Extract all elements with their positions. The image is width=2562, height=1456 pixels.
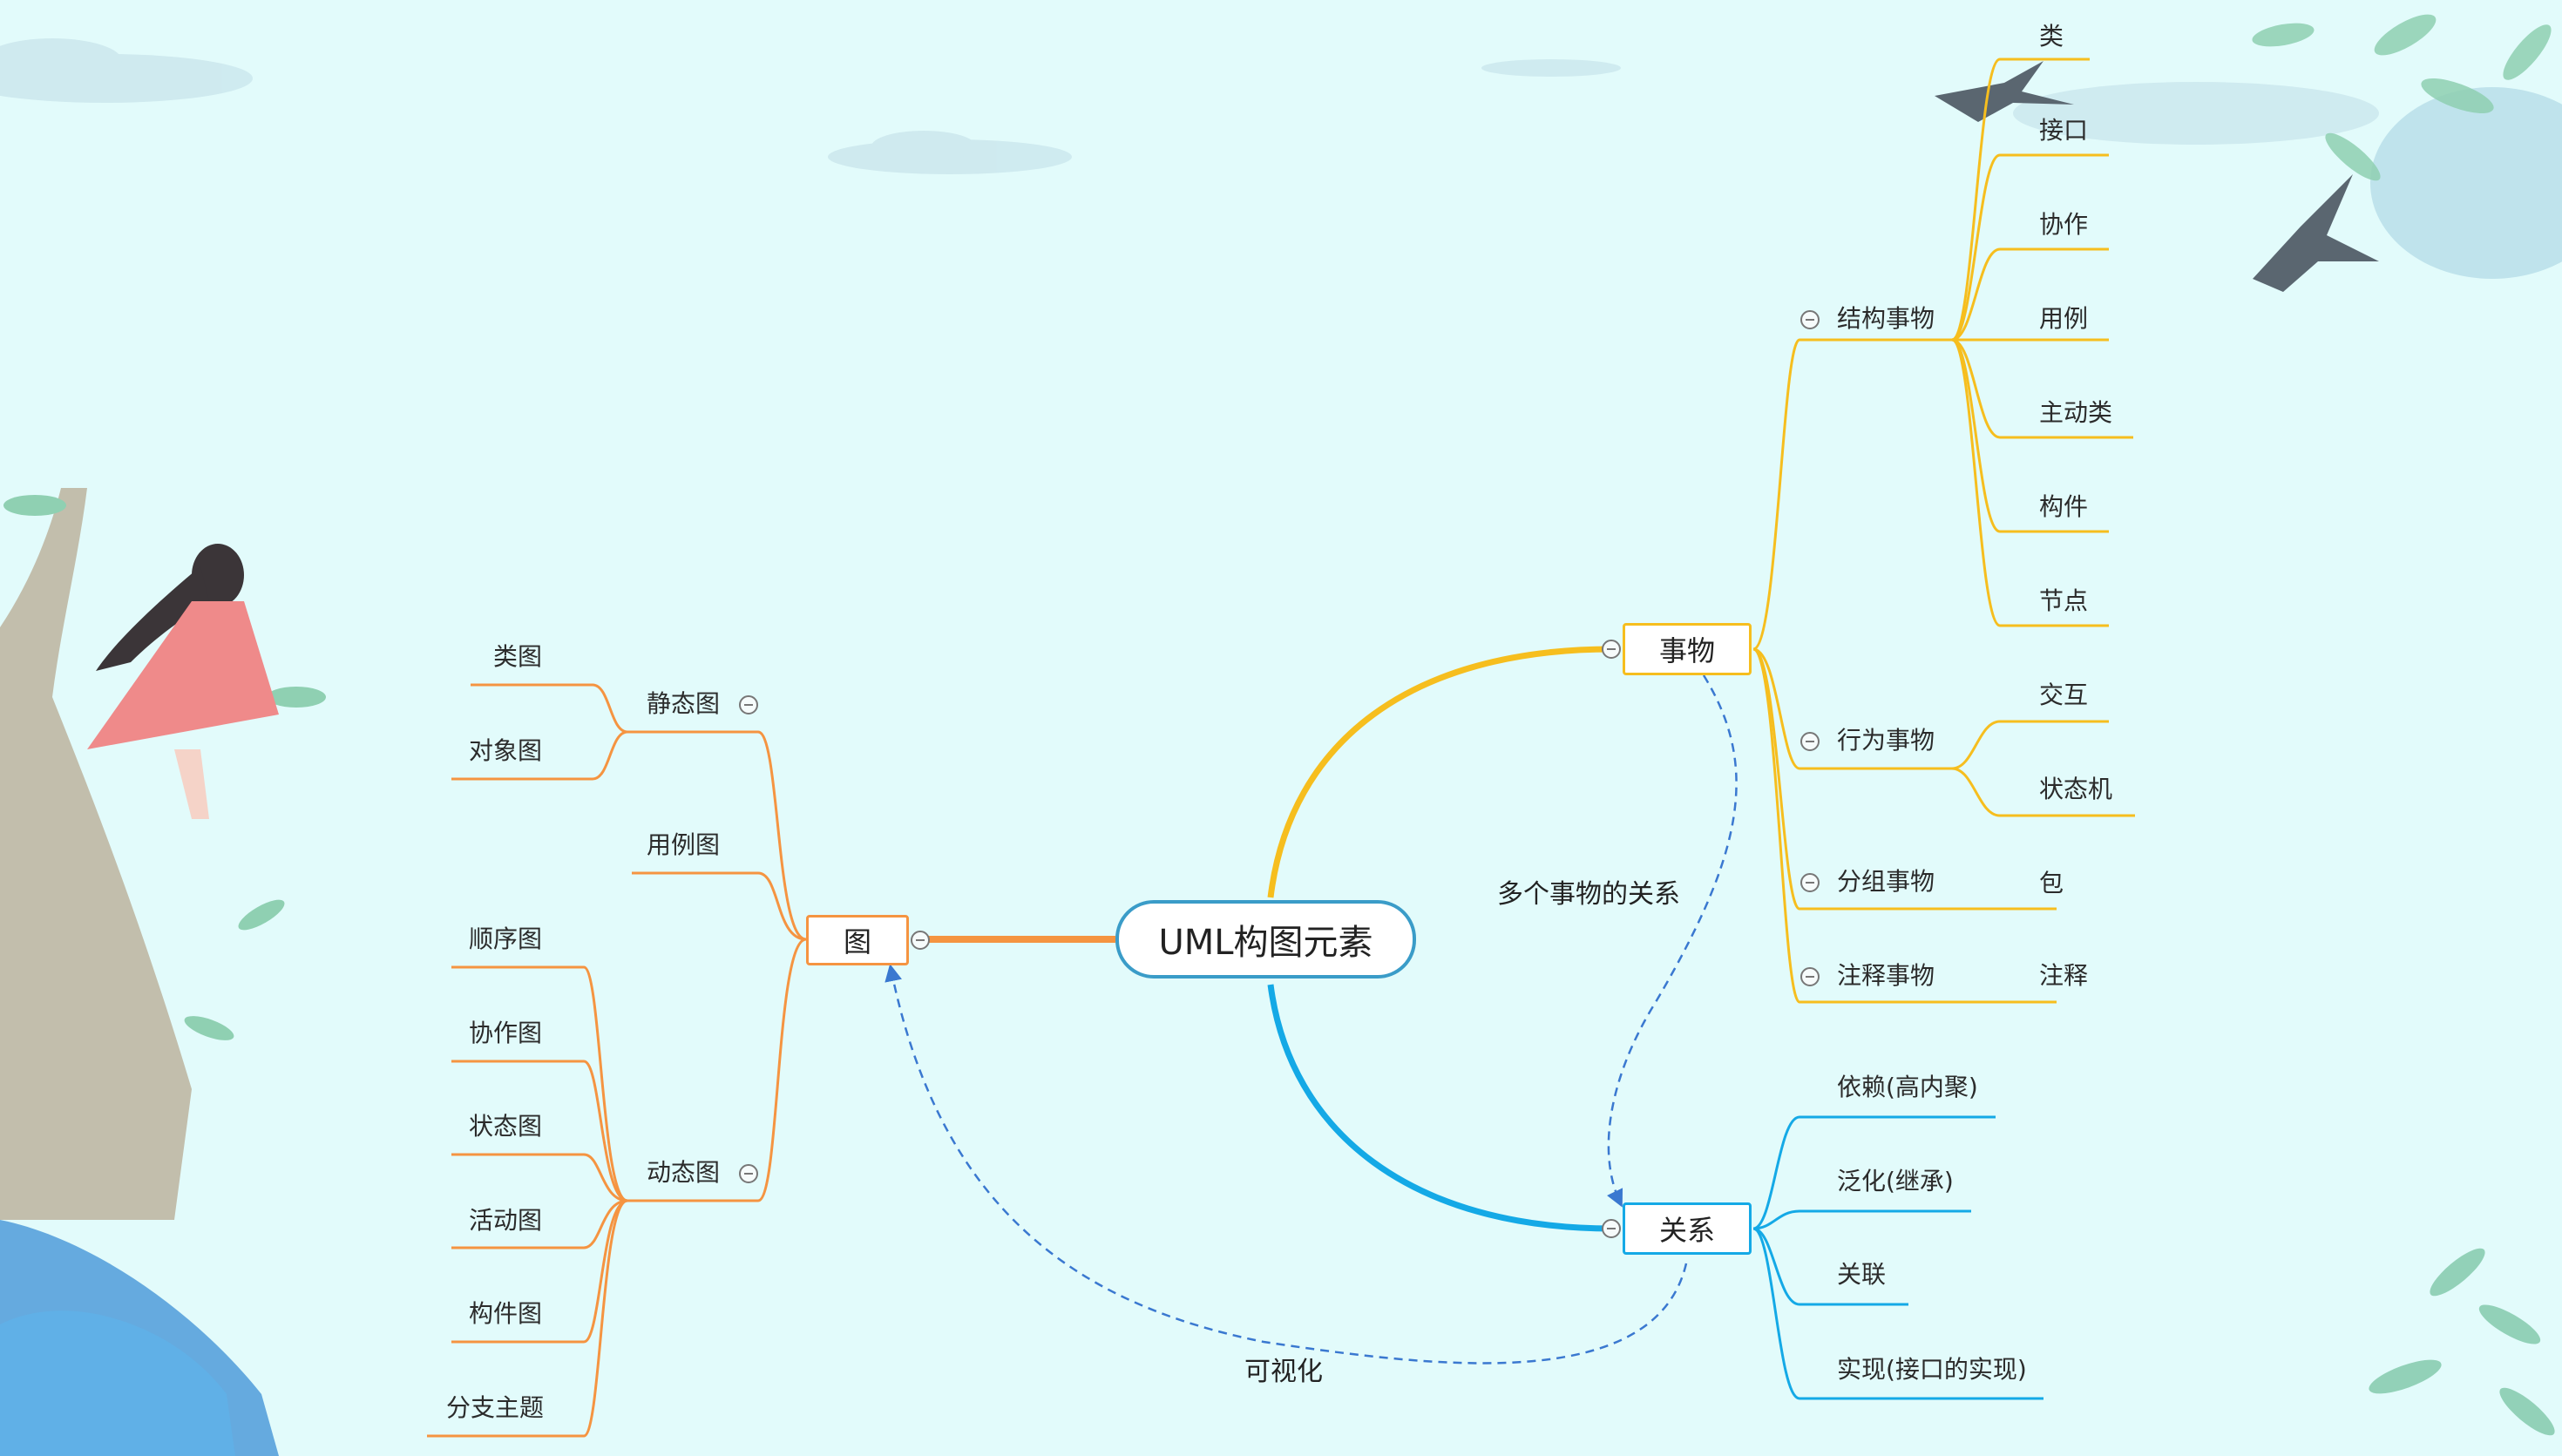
plant-decoration [2369, 1248, 2555, 1436]
link-things-relations [1607, 674, 1738, 1208]
collapse-grouping-icon[interactable] [1800, 873, 1820, 892]
group-grouping-things[interactable]: 分组事物 [1837, 867, 1935, 896]
leaf-class-diagram[interactable]: 类图 [493, 642, 543, 671]
leaf-association[interactable]: 关联 [1837, 1260, 1887, 1289]
group-behavioral-things[interactable]: 行为事物 [1837, 726, 1935, 755]
collapse-behavioral-icon[interactable] [1800, 732, 1820, 751]
topic-relations[interactable]: 关系 [1623, 1202, 1752, 1255]
leaf-generalization[interactable]: 泛化(继承) [1837, 1167, 1954, 1195]
leaf-package[interactable]: 包 [2039, 869, 2064, 897]
collapse-dynamic-icon[interactable] [739, 1164, 758, 1183]
leaf-use-case[interactable]: 用例 [2039, 304, 2089, 333]
moon-decoration [2370, 87, 2562, 279]
leaf-interaction[interactable]: 交互 [2039, 681, 2089, 709]
collapse-annotation-icon[interactable] [1800, 967, 1820, 986]
girl-illustration [87, 544, 279, 819]
branch-things [1267, 646, 1613, 898]
leaf-object-diagram[interactable]: 对象图 [469, 736, 543, 765]
collapse-relations-icon[interactable] [1602, 1219, 1621, 1238]
topic-things-label: 事物 [1658, 634, 1715, 667]
leaf-activity-diagram[interactable]: 活动图 [469, 1206, 543, 1235]
things-lines [1752, 58, 2135, 1004]
collapse-static-icon[interactable] [739, 695, 758, 714]
leaf-realization[interactable]: 实现(接口的实现) [1837, 1355, 2027, 1384]
leaf-branch-topic[interactable]: 分支主题 [446, 1393, 545, 1422]
link-relations-diagrams [884, 964, 1688, 1365]
leaf-state-machine[interactable]: 状态机 [2039, 775, 2113, 803]
group-static-diagrams[interactable]: 静态图 [647, 689, 721, 718]
topic-relations-label: 关系 [1658, 1214, 1715, 1247]
leaf-sequence-diagram[interactable]: 顺序图 [469, 924, 543, 953]
link-label-things-relations[interactable]: 多个事物的关系 [1497, 879, 1680, 910]
collapse-things-icon[interactable] [1602, 640, 1621, 659]
leaf-collaboration-diagram[interactable]: 协作图 [469, 1019, 543, 1047]
root-topic-label: UML构图元素 [1158, 923, 1373, 963]
leaf-component-diagram[interactable]: 构件图 [469, 1299, 543, 1328]
tree-decoration [0, 488, 326, 1456]
leaf-dependency[interactable]: 依赖(高内聚) [1837, 1073, 1978, 1101]
diagrams-lines [427, 683, 807, 1438]
relations-lines [1752, 1115, 2044, 1400]
leaf-note[interactable]: 注释 [2039, 961, 2089, 990]
collapse-diagrams-icon[interactable] [911, 931, 930, 950]
leaf-collaboration[interactable]: 协作 [2039, 210, 2089, 239]
link-label-visualization[interactable]: 可视化 [1244, 1357, 1323, 1387]
leaf-class[interactable]: 类 [2039, 22, 2064, 51]
leaf-interface[interactable]: 接口 [2039, 116, 2089, 145]
leaf-state-diagram[interactable]: 状态图 [469, 1112, 543, 1141]
group-annotation-things[interactable]: 注释事物 [1837, 961, 1935, 990]
leaf-decoration [2252, 14, 2552, 181]
leaf-component[interactable]: 构件 [2039, 492, 2089, 521]
group-use-case-diagram[interactable]: 用例图 [647, 830, 721, 859]
cloud-decoration [0, 38, 2379, 174]
topic-things[interactable]: 事物 [1623, 623, 1752, 675]
group-structural-things[interactable]: 结构事物 [1837, 304, 1935, 333]
collapse-structural-icon[interactable] [1800, 310, 1820, 329]
root-topic[interactable]: UML构图元素 [1115, 900, 1416, 979]
topic-diagrams-label: 图 [843, 925, 871, 958]
topic-diagrams[interactable]: 图 [806, 915, 909, 965]
leaf-node[interactable]: 节点 [2039, 586, 2089, 615]
branch-relations [1267, 984, 1613, 1232]
leaf-active-class[interactable]: 主动类 [2039, 398, 2113, 427]
group-dynamic-diagrams[interactable]: 动态图 [647, 1158, 721, 1187]
swallow-icon [1935, 61, 2379, 292]
